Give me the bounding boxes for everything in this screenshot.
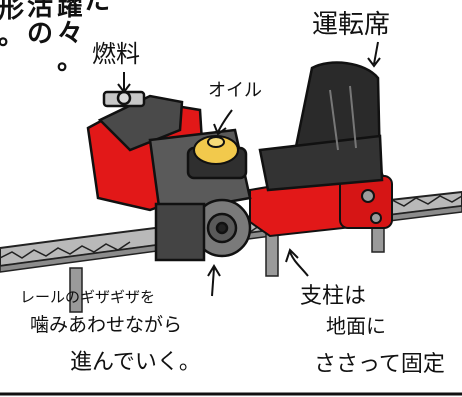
driver-seat bbox=[258, 61, 384, 192]
vertical-text-col3: た bbox=[83, 0, 110, 16]
post-caption-line3: ささって固定 bbox=[314, 352, 445, 377]
post-caption-line2: 地面に bbox=[326, 314, 386, 338]
post-caption-line1: 支柱は bbox=[300, 284, 367, 309]
arrow-to-oil-icon bbox=[213, 109, 233, 136]
vertical-text-col4: 形。 bbox=[0, 0, 24, 51]
drive-gear bbox=[154, 198, 252, 262]
arrow-to-fuel-icon bbox=[117, 72, 131, 94]
rail-caption-line1: レールのギザギザを bbox=[20, 288, 156, 306]
arrow-to-gear-icon bbox=[207, 264, 221, 297]
seat-label: 運転席 bbox=[312, 10, 391, 40]
arrow-to-post-icon bbox=[285, 248, 309, 277]
fuel-label: 燃料 bbox=[92, 40, 140, 68]
vertical-text-col2: 活の bbox=[26, 0, 53, 49]
oil-tank bbox=[193, 135, 239, 165]
vertical-text-col1: 躍々。 bbox=[56, 0, 83, 76]
rail-caption-line3: 進んでいく。 bbox=[70, 350, 201, 375]
rail-caption-line2: 噛みあわせながら bbox=[30, 314, 183, 336]
arrow-to-seat-icon bbox=[367, 41, 381, 68]
oil-label: オイル bbox=[208, 80, 262, 101]
